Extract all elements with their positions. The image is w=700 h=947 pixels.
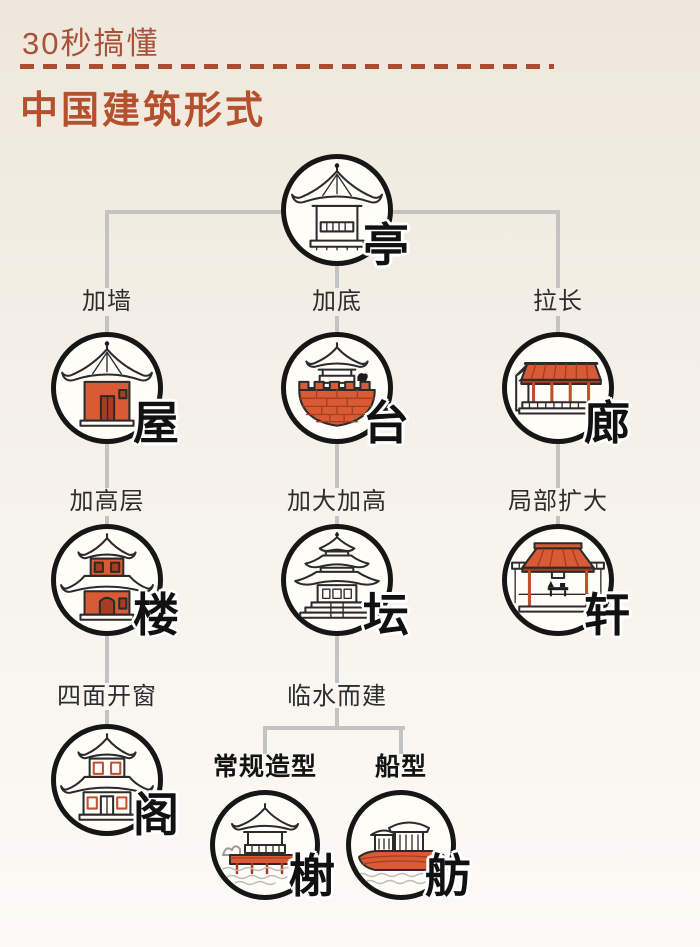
connector-line [105,636,109,683]
node-ge-label: 阁 [133,789,179,841]
house-icon [61,341,153,427]
waterside-pavilion-icon [222,803,301,886]
node-ting [281,154,393,266]
connector-line [335,444,339,488]
connector-line [556,214,560,288]
edge-label-partial-expand: 局部扩大 [508,488,608,515]
connector-line [105,516,109,524]
dashed-divider [20,64,554,69]
connector-line [335,266,339,288]
node-xuan [502,524,614,636]
edge-label-boat-shape: 船型 [374,753,428,781]
connector-line [335,636,339,683]
connector-line [556,516,560,524]
node-tai-label: 台 [363,397,409,449]
connector-line [105,316,109,332]
connector-line [335,516,339,524]
connector-line [556,444,560,488]
terrace-icon [298,342,376,427]
connector-line [399,730,403,754]
edge-label-add-base: 加底 [312,288,362,315]
edge-label-built-by-water: 临水而建 [287,683,387,710]
pavilion-icon [291,163,383,251]
node-wu-label: 屋 [133,397,179,449]
veranda-icon [511,542,605,613]
connector-line [105,710,109,724]
page-title: 中国建筑形式 [20,90,267,132]
node-wu [51,332,163,444]
tower-icon [60,533,154,621]
node-tan [281,524,393,636]
node-ge [51,724,163,836]
altar-icon [294,532,380,619]
edge-label-add-wall: 加墙 [82,288,132,315]
header-kicker: 30秒搞懂 [22,26,160,61]
edge-label-windows-all-sides: 四面开窗 [57,683,157,710]
edge-label-elongate: 拉长 [533,288,583,315]
edge-label-enlarge-raise: 加大加高 [287,488,387,515]
node-fang-label: 舫 [425,850,471,902]
storied-pavilion-icon [60,733,154,821]
connector-line [335,708,339,728]
connector-line [263,730,267,754]
node-lou-label: 楼 [133,589,179,641]
connector-line [105,214,109,288]
connector-line [263,726,405,730]
node-xie-label: 榭 [289,850,335,902]
node-lang-label: 廊 [584,397,630,449]
node-fang [346,790,456,900]
node-tai [281,332,393,444]
connector-line [105,444,109,488]
node-ting-label: 亭 [363,219,409,271]
node-xie [210,790,320,900]
node-xuan-label: 轩 [584,589,630,641]
boat-hall-icon [356,821,445,885]
edge-label-regular-shape: 常规造型 [212,753,318,781]
connector-line [556,316,560,332]
edge-label-add-floors: 加高层 [69,488,145,515]
connector-line [335,316,339,332]
node-lou [51,524,163,636]
node-tan-label: 坛 [363,589,409,641]
node-lang [502,332,614,444]
corridor-icon [515,361,602,415]
